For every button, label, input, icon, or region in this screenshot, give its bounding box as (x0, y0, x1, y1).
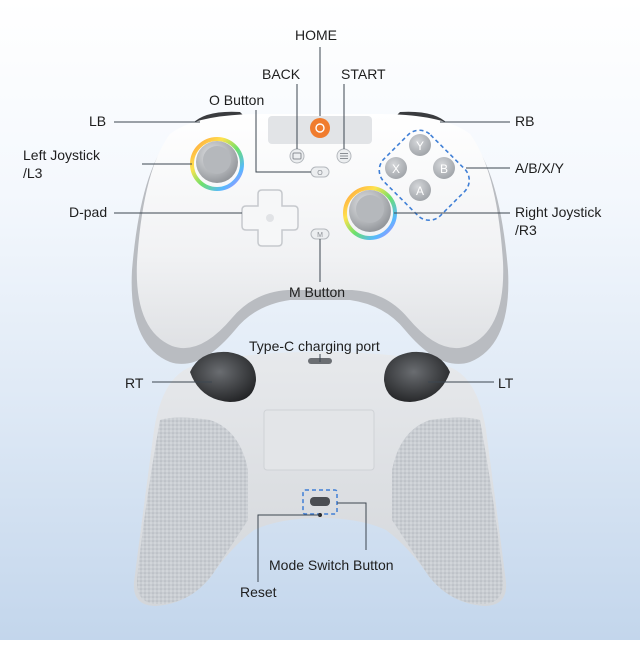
lt-trigger (384, 351, 450, 402)
leader-o-button (255, 110, 311, 173)
o-button-glyph: O (317, 170, 323, 177)
button-y: Y (409, 134, 431, 156)
abxy-highlight (378, 129, 471, 222)
back-button (289, 148, 305, 164)
label-typec: Type-C charging port (249, 338, 380, 354)
rt-trigger (190, 351, 256, 402)
button-a: A (409, 179, 431, 201)
button-y-label: Y (416, 139, 424, 153)
home-icon (315, 123, 325, 133)
button-b: B (433, 157, 455, 179)
mode-switch-button (310, 497, 330, 506)
label-abxy: A/B/X/Y (515, 160, 565, 176)
leader-mode-switch (337, 502, 367, 550)
leader-reset (257, 514, 320, 582)
left-joystick-cap (203, 146, 231, 174)
leader-lines (114, 47, 510, 582)
label-home: HOME (295, 27, 337, 43)
left-grip (136, 417, 248, 604)
label-left-joystick: Left Joystick (23, 147, 101, 163)
label-o-button: O Button (209, 92, 265, 108)
label-left-joystick-alt: /L3 (23, 165, 43, 181)
label-reset: Reset (240, 584, 277, 600)
label-lb: LB (89, 113, 107, 129)
label-m-button: M Button (289, 284, 346, 300)
label-start: START (341, 66, 386, 82)
dpad (241, 189, 299, 247)
back-icon (292, 152, 302, 160)
start-icon (340, 153, 348, 159)
home-button (310, 118, 330, 138)
m-button-glyph: M (317, 232, 323, 239)
label-lt: LT (498, 375, 514, 391)
battery-panel (263, 409, 375, 471)
label-dpad: D-pad (69, 204, 108, 220)
label-right-joystick: Right Joystick (515, 204, 602, 220)
back-controller (133, 351, 507, 606)
button-b-label: B (440, 162, 448, 176)
front-controller: Y X B A O M (131, 111, 509, 364)
label-rt: RT (125, 375, 144, 391)
button-a-label: A (416, 184, 424, 198)
right-joystick-cap (356, 195, 384, 223)
button-x-label: X (392, 162, 400, 176)
label-mode-switch: Mode Switch Button (269, 557, 394, 573)
label-back: BACK (262, 66, 301, 82)
label-right-joystick-alt: /R3 (515, 222, 537, 238)
right-grip (392, 417, 504, 604)
label-rb: RB (515, 113, 535, 129)
button-x: X (385, 157, 407, 179)
